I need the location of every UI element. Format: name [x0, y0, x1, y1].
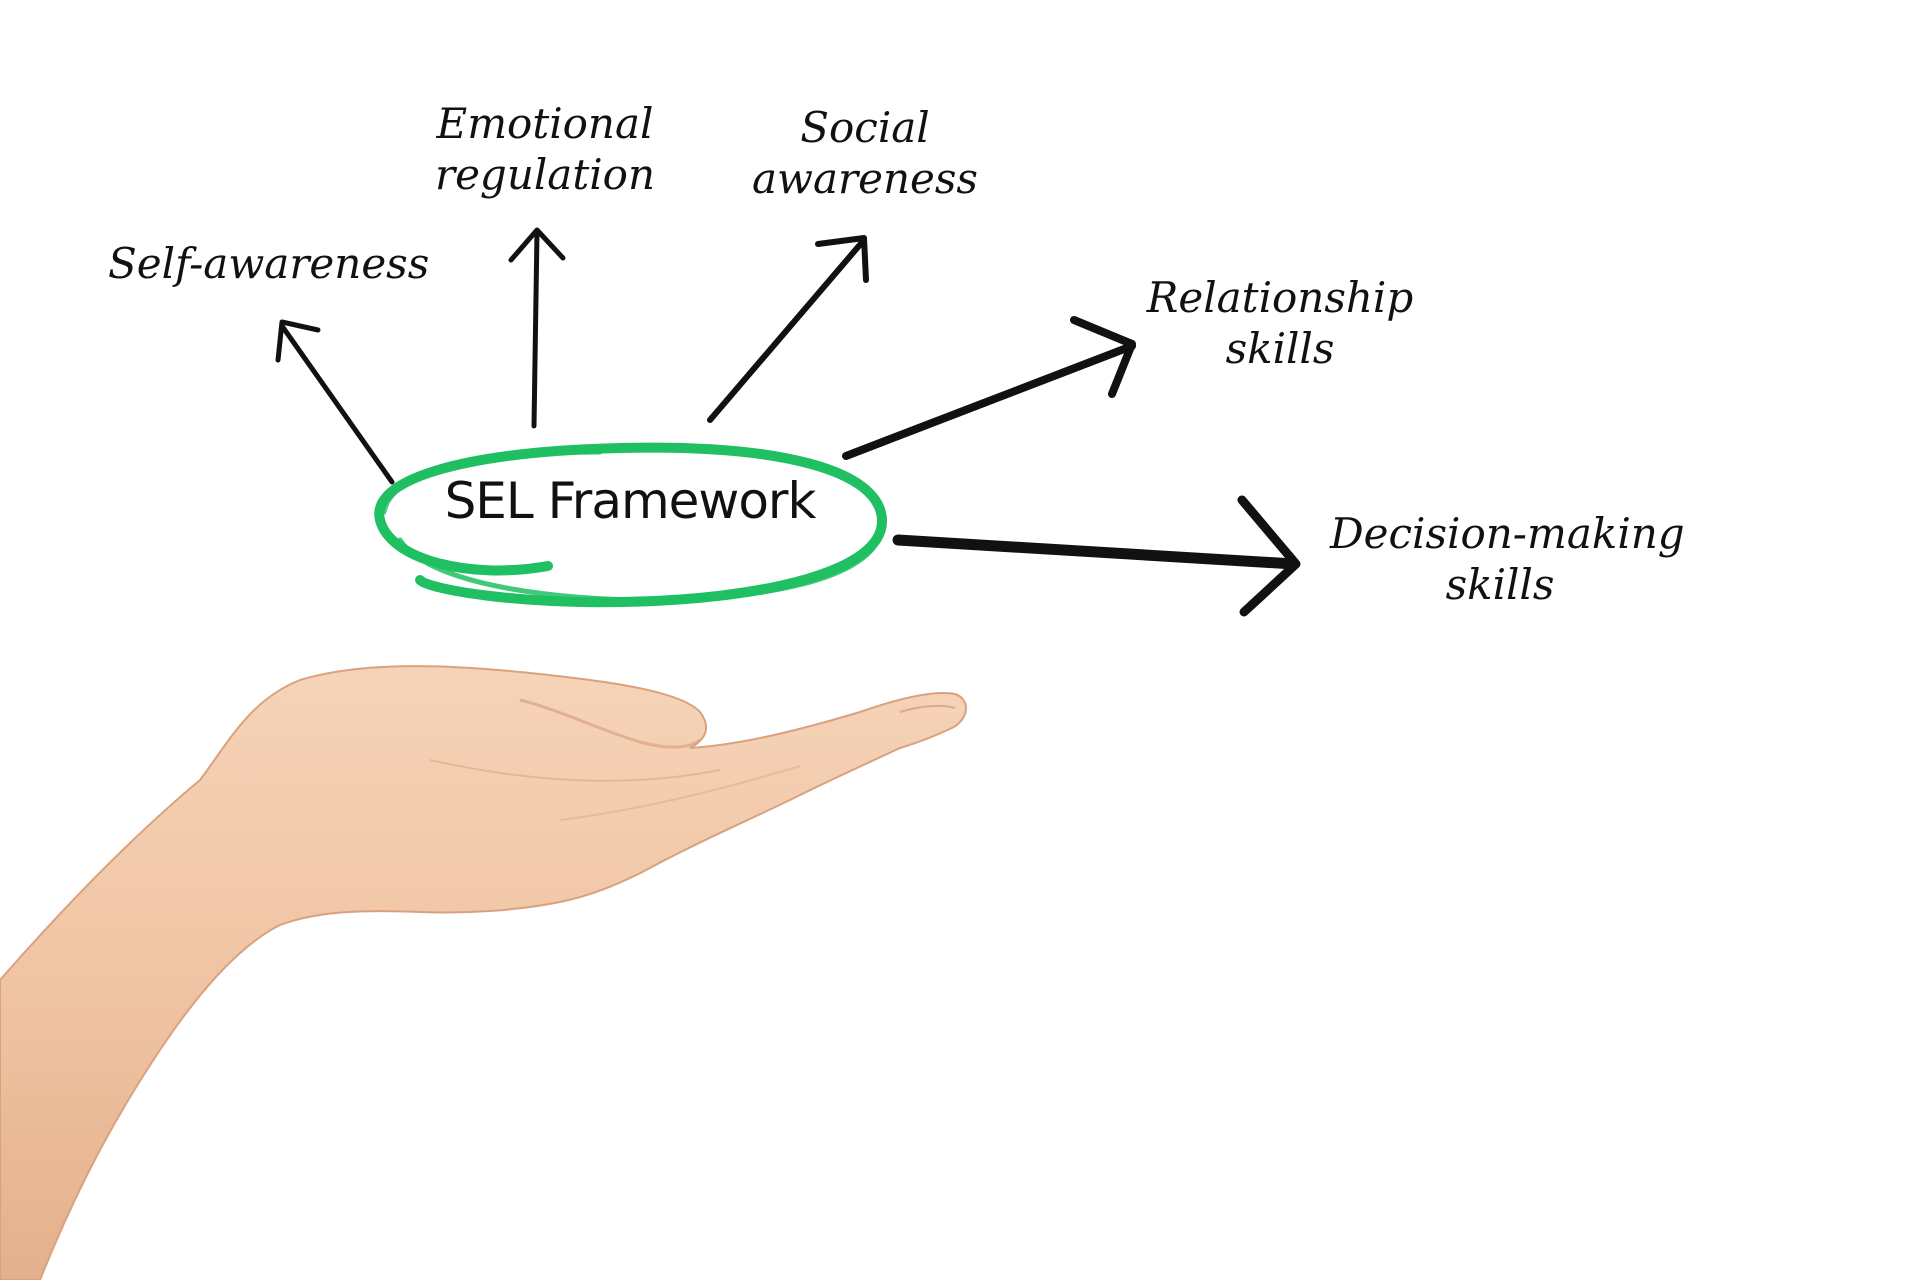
open-palm-hand-image	[0, 665, 967, 1280]
arrow-to-decision-making-skills	[892, 495, 1301, 617]
node-self-awareness: Self-awareness	[108, 238, 430, 289]
node-label-line: Social	[800, 103, 930, 152]
arrow-to-self-awareness	[275, 319, 395, 485]
node-label-line: skills	[1445, 560, 1555, 610]
arrow-to-relationship-skills	[842, 316, 1136, 460]
node-label-line: Emotional	[436, 99, 654, 148]
arrow-to-emotional-regulation	[508, 227, 566, 429]
node-relationship-skills: Relationship skills	[1140, 272, 1420, 374]
center-node-label: SEL Framework	[444, 472, 817, 530]
node-label-line: Relationship	[1146, 273, 1414, 322]
node-social-awareness: Social awareness	[740, 102, 990, 204]
node-decision-making-skills: Decision-making skills	[1330, 508, 1685, 610]
node-label-line: Decision-making	[1330, 509, 1685, 558]
center-ellipse	[374, 442, 888, 608]
node-emotional-regulation: Emotional regulation	[420, 98, 670, 200]
node-label-line: skills	[1225, 324, 1335, 374]
arrow-to-social-awareness	[707, 235, 869, 423]
node-label-line: awareness	[752, 154, 978, 204]
node-label-line: Self-awareness	[108, 239, 430, 288]
node-label-line: regulation	[435, 150, 655, 200]
